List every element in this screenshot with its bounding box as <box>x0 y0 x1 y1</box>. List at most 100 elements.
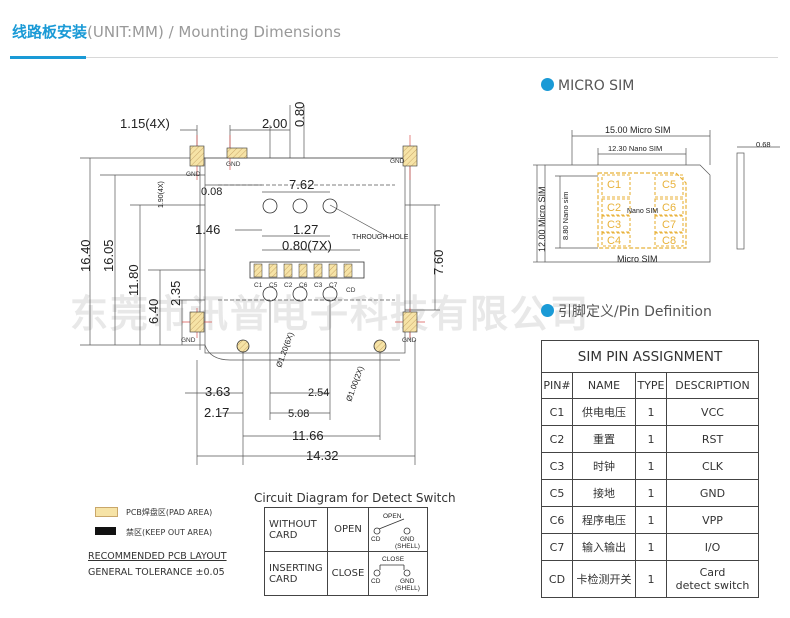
pin-label-cd: CD <box>346 287 356 294</box>
legend-pad-swatch <box>95 507 118 517</box>
nano-sim-label: Nano SIM <box>627 208 658 215</box>
pin-label-c5: C5 <box>269 282 278 289</box>
gnd-label-tc: GND <box>226 161 241 168</box>
dim-7-60: 7.60 <box>431 250 446 275</box>
dim-2-35: 2.35 <box>168 281 183 306</box>
col-desc: DESCRIPTION <box>666 372 759 399</box>
dim-1-46: 1.46 <box>195 222 220 237</box>
pin-label-c7: C7 <box>329 282 338 289</box>
sim-width-nano: 12.30 Nano SIM <box>608 144 662 153</box>
sim-pad-c5: C5 <box>662 179 676 191</box>
header-unit: (UNIT:MM) <box>87 23 164 41</box>
dim-2-54: 2.54 <box>308 387 329 399</box>
pad-gnd-bl <box>189 311 205 333</box>
pad-gnd-tr <box>402 145 418 167</box>
dim-0-80: 0.80 <box>292 102 307 127</box>
sim-pad-c1: C1 <box>607 179 621 191</box>
general-tolerance-label: GENERAL TOLERANCE ±0.05 <box>88 567 225 578</box>
bullet-icon <box>541 78 554 91</box>
legend-keep-out: 禁区(KEEP OUT AREA) <box>126 528 213 537</box>
pin-assignment-table: SIM PIN ASSIGNMENT PIN# NAME TYPE DESCRI… <box>541 340 759 598</box>
pad-gnd-tc <box>226 147 248 159</box>
hole-4 <box>262 286 278 302</box>
legend-pad-area: PCB焊盘区(PAD AREA) <box>126 508 213 517</box>
header-accent-bar <box>10 56 86 59</box>
sim-height-nano: 8.80 Nano sim <box>561 192 570 240</box>
dim-7-62: 7.62 <box>289 177 314 192</box>
dim-6-40: 6.40 <box>146 299 161 324</box>
gnd-label-br: GND <box>402 337 417 344</box>
hole-5 <box>292 286 308 302</box>
sim-height-micro: 12.00 Micro SIM <box>537 186 547 252</box>
pin-label-c2: C2 <box>284 282 293 289</box>
header-title-zh: 线路板安装 <box>12 23 88 41</box>
hole-locator-left <box>236 339 250 353</box>
recommended-layout-label: RECOMMENDED PCB LAYOUT <box>88 551 227 562</box>
dim-2-00: 2.00 <box>262 116 287 131</box>
pin-label-c1: C1 <box>254 282 263 289</box>
sim-pad-c3: C3 <box>607 219 621 231</box>
dim-2-17: 2.17 <box>204 405 229 420</box>
pin-label-c6: C6 <box>299 282 308 289</box>
circuit-title: Circuit Diagram for Detect Switch <box>254 491 456 505</box>
dim-11-66: 11.66 <box>292 428 324 443</box>
pad-gnd-tl <box>189 145 205 167</box>
pad-gnd-br <box>402 311 418 333</box>
col-name: NAME <box>572 372 636 399</box>
pin-label-c3: C3 <box>314 282 323 289</box>
dim-hole-1-20: Ø1.20(6X) <box>274 331 295 369</box>
sim-pad-c7: C7 <box>662 219 676 231</box>
dim-0-08: 0.08 <box>201 186 222 198</box>
col-type: TYPE <box>635 372 667 399</box>
dim-hole-1-00: Ø1.00(2X) <box>344 365 365 403</box>
micro-sim-label: Micro SIM <box>617 254 658 264</box>
sim-pad-c4: C4 <box>607 235 621 247</box>
dim-1-90: 1.90(4X) <box>158 181 165 208</box>
dim-1-15: 1.15(4X) <box>120 116 170 131</box>
micro-sim-outline <box>544 164 711 263</box>
sim-pad-c6: C6 <box>662 202 676 214</box>
header-title-en: / Mounting Dimensions <box>163 23 341 41</box>
sim-thickness: 0.68 <box>756 140 771 149</box>
hole-6 <box>322 286 338 302</box>
hole-2 <box>292 198 308 214</box>
sim-pad-c2: C2 <box>607 202 621 214</box>
hole-1 <box>262 198 278 214</box>
gnd-label-tr: GND <box>390 158 405 165</box>
gnd-label-tl: GND <box>186 171 201 178</box>
gnd-label-bl: GND <box>181 337 196 344</box>
bullet-icon <box>541 304 554 317</box>
micro-sim-section-title: MICRO SIM <box>541 78 634 94</box>
dim-1-27: 1.27 <box>293 222 318 237</box>
pin-table-title: SIM PIN ASSIGNMENT <box>541 340 759 373</box>
pin-def-section-title: 引脚定义/Pin Definition <box>541 301 712 321</box>
watermark: 东莞市讯普电子科技有限公司 <box>70 292 591 336</box>
dim-11-80: 11.80 <box>126 264 141 296</box>
hole-locator-right <box>373 339 387 353</box>
sim-pad-c8: C8 <box>662 235 676 247</box>
page-header: 线路板安装(UNIT:MM) / Mounting Dimensions <box>12 22 341 42</box>
dim-16-40: 16.40 <box>78 239 93 272</box>
sim-width-micro: 15.00 Micro SIM <box>605 125 671 135</box>
dim-5-08: 5.08 <box>288 408 309 420</box>
dim-16-05: 16.05 <box>101 239 116 272</box>
dim-14-32: 14.32 <box>306 448 339 463</box>
hole-3 <box>322 198 338 214</box>
label-through-hole: THROUGH HOLE <box>352 234 409 241</box>
col-pin: PIN# <box>541 372 573 399</box>
dim-0-80-7x: 0.80(7X) <box>282 238 332 253</box>
dim-3-63: 3.63 <box>205 384 230 399</box>
header-divider <box>10 57 778 58</box>
legend-keepout-swatch <box>95 527 116 535</box>
